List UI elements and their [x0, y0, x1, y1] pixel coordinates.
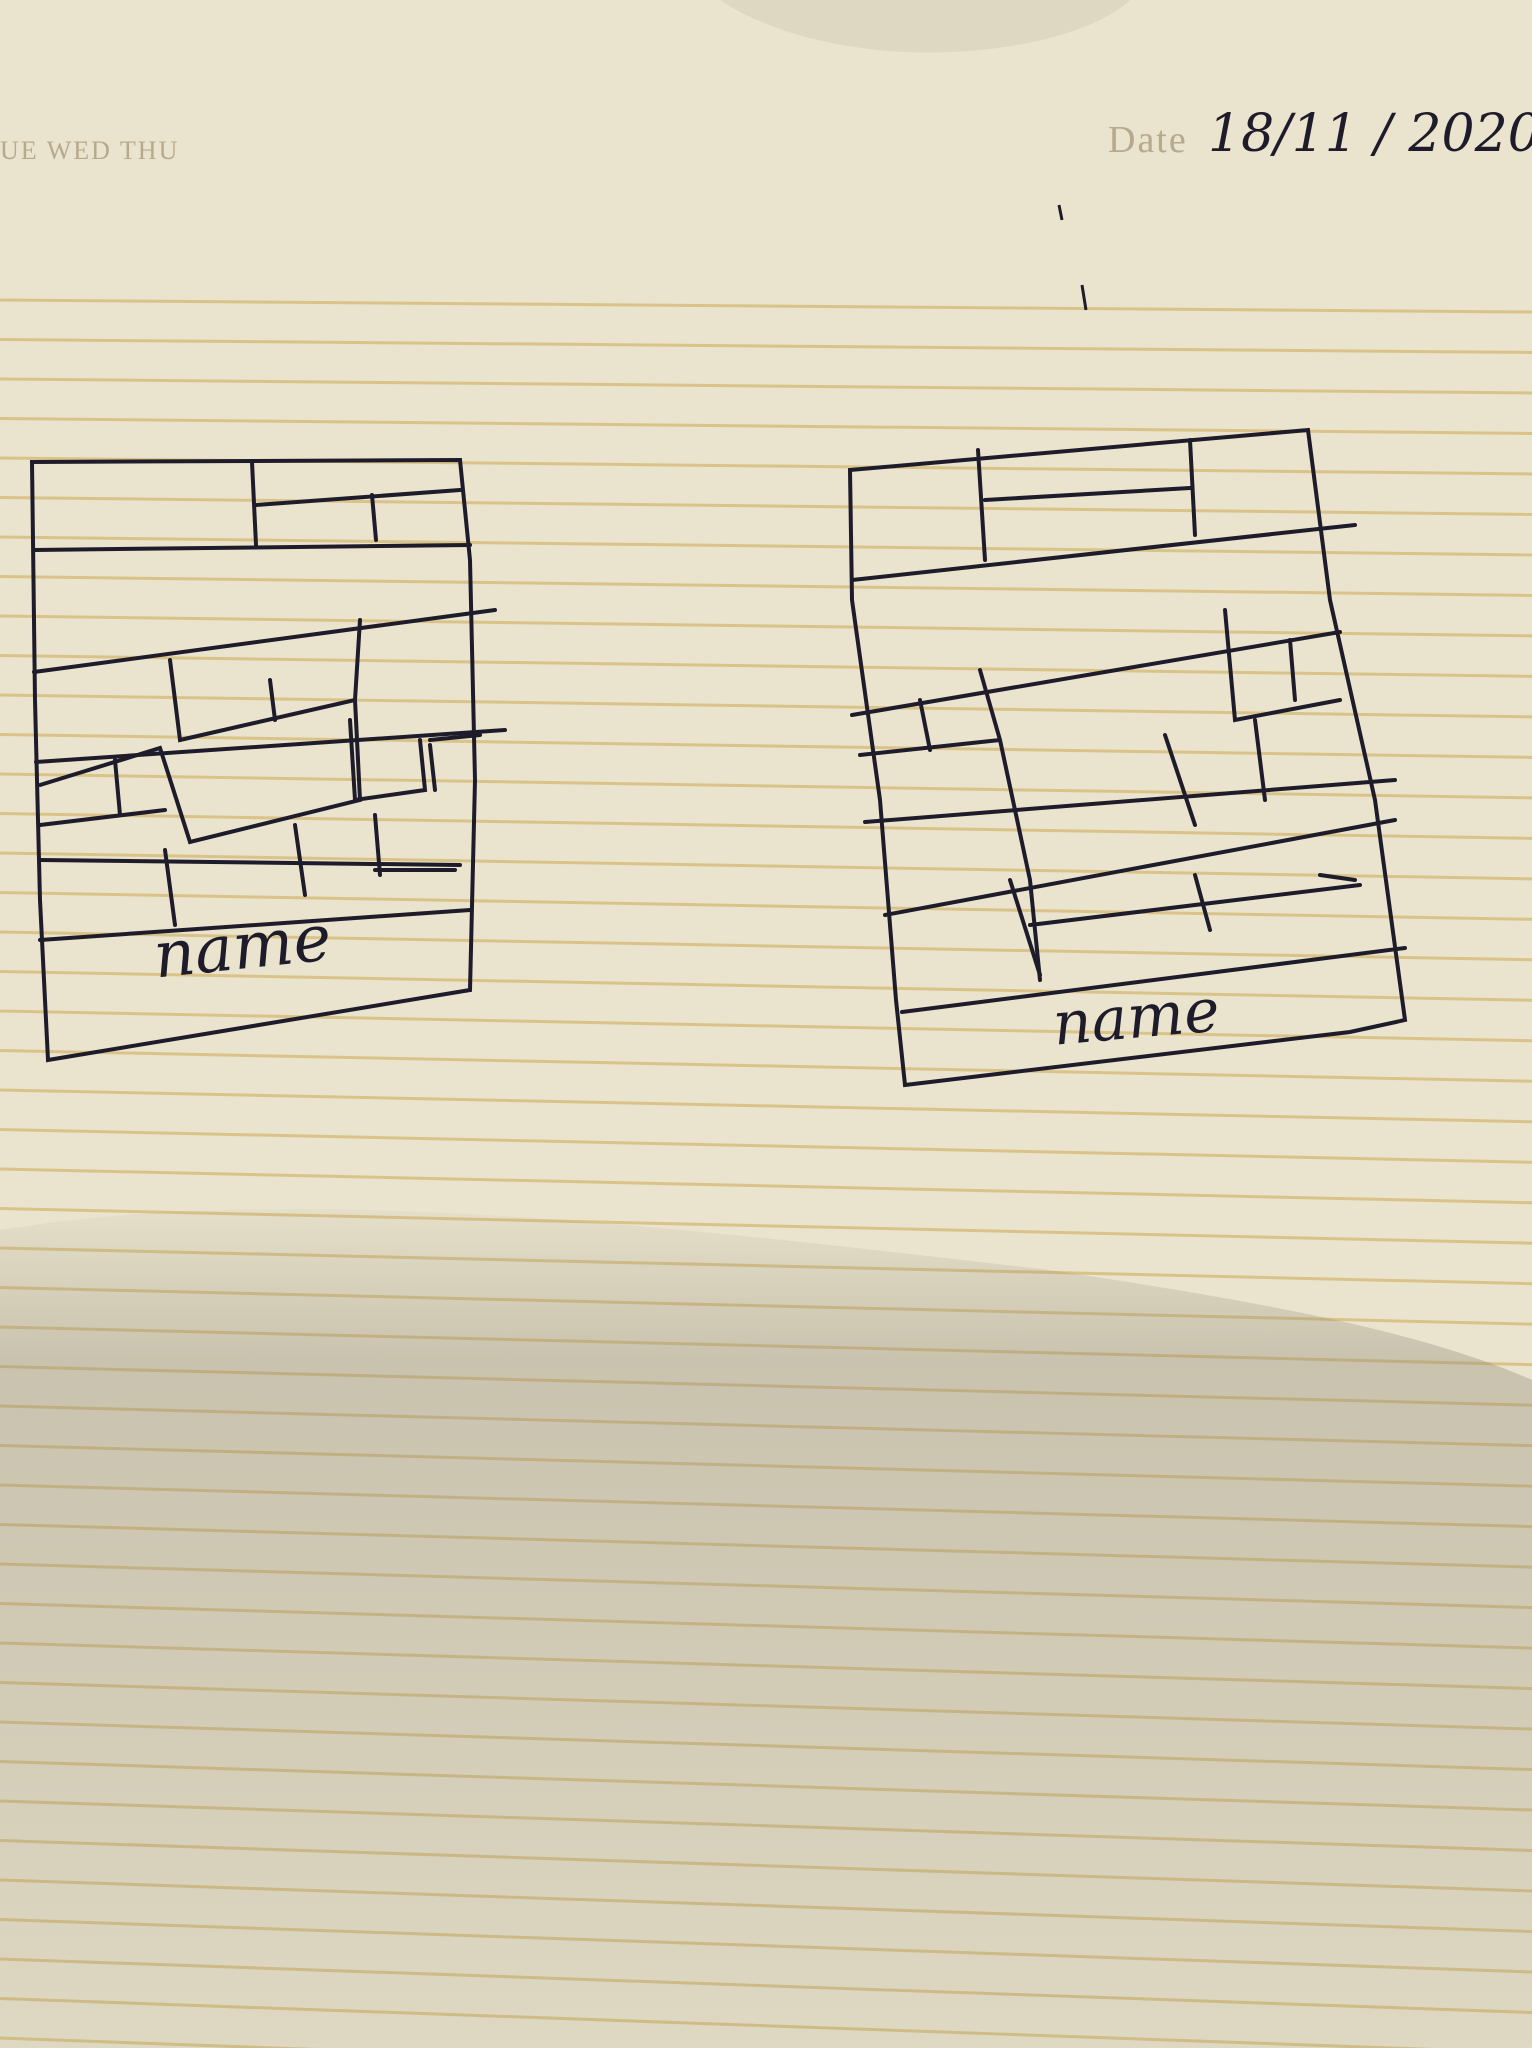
rule-line	[0, 338, 1532, 354]
block-1	[168, 618, 362, 743]
rule-line	[0, 891, 1532, 921]
rule-line	[0, 1088, 1532, 1124]
date-value: 18/11 / 2020.	[1208, 104, 1532, 164]
rule-line	[0, 496, 1532, 516]
block-3-right	[1163, 718, 1267, 827]
header-line-right	[850, 523, 1357, 582]
sketch-left	[29, 457, 507, 1063]
block-3	[38, 758, 167, 827]
rule-line	[0, 1049, 1532, 1083]
block-4	[348, 718, 482, 803]
header-block-left	[250, 460, 462, 547]
weekday-labels: UE WED THU	[0, 136, 180, 165]
hand-shadow	[0, 1209, 1532, 2048]
block-2	[38, 698, 363, 845]
header-block-right	[976, 438, 1197, 562]
sketch-right	[847, 427, 1408, 1088]
rule-line	[0, 614, 1532, 638]
block-1-right	[858, 668, 1042, 982]
band-line-1	[32, 608, 497, 674]
band-line-4	[38, 908, 472, 942]
rule-line	[0, 1009, 1532, 1043]
stray-mark	[1057, 204, 1088, 311]
band-line-2-right	[863, 778, 1397, 824]
rule-line	[0, 654, 1532, 678]
rule-line	[0, 1128, 1532, 1164]
rule-line	[0, 812, 1532, 840]
block-4-right	[1008, 873, 1362, 977]
rule-line	[0, 772, 1532, 800]
rule-line	[0, 733, 1532, 759]
block-5	[163, 813, 457, 927]
rule-line	[0, 970, 1532, 1002]
rule-line	[0, 575, 1532, 597]
shadow-top	[720, 0, 1130, 53]
band-line-2	[34, 728, 507, 764]
rule-line	[0, 1167, 1532, 1205]
rule-line	[0, 851, 1532, 881]
frame-left	[29, 457, 478, 1063]
block-2-right	[1223, 608, 1342, 723]
header-line-left	[32, 543, 472, 552]
band-line-3	[38, 858, 462, 867]
rule-line	[0, 377, 1532, 395]
sketch-right-caption: name	[1050, 975, 1223, 1060]
frame-right	[847, 427, 1408, 1088]
band-line-1-right	[850, 630, 1342, 717]
rule-line	[0, 298, 1532, 314]
date-label: Date	[1108, 119, 1188, 161]
band-line-4-right	[900, 946, 1407, 1014]
band-line-3-right	[883, 818, 1397, 917]
rule-line	[0, 930, 1532, 962]
